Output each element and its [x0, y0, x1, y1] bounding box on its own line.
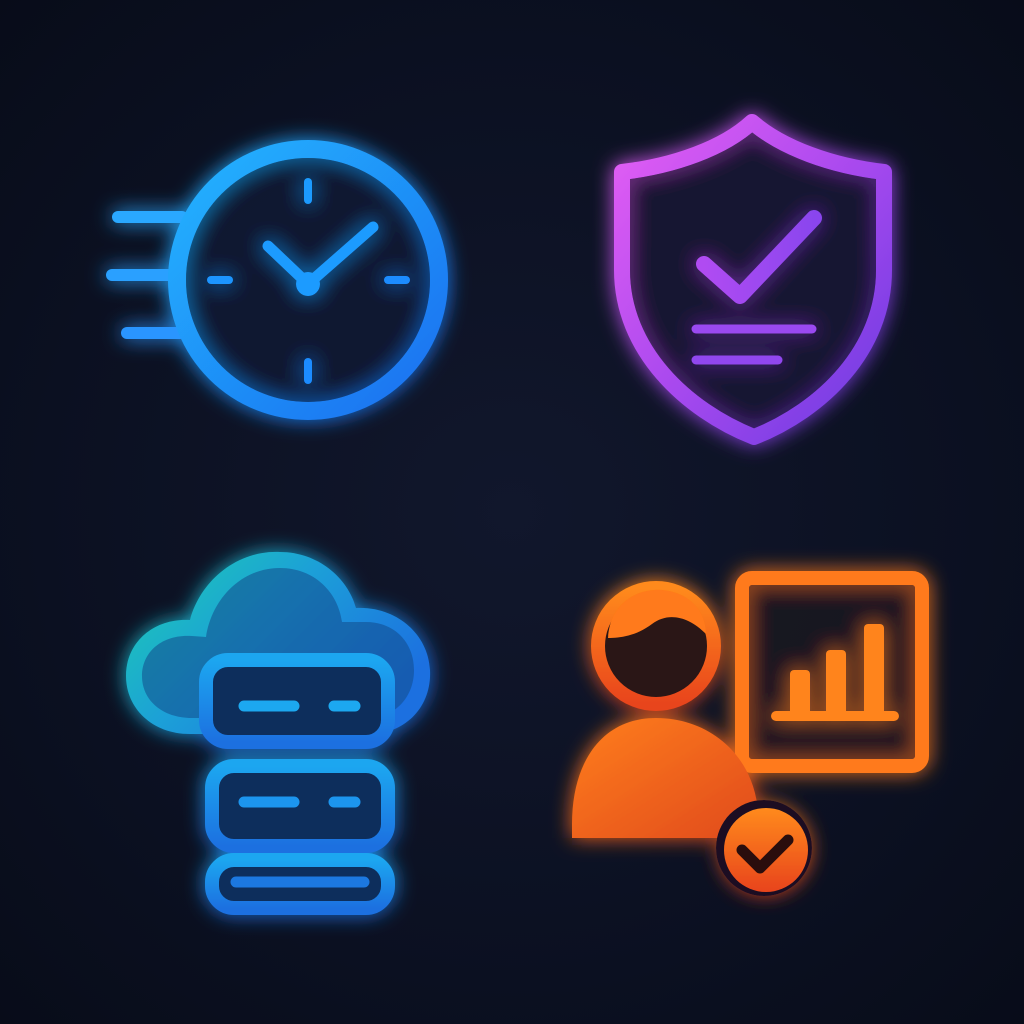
server-unit-middle: [205, 759, 395, 853]
user-analytics-svg: [572, 571, 929, 896]
check-badge-fill: [724, 808, 808, 892]
badge-check-mark: [736, 834, 794, 874]
shield-svg: [614, 114, 892, 445]
user-body: [572, 718, 758, 838]
chart-bar-2: [826, 650, 846, 716]
server-unit-top: [199, 653, 395, 749]
minute-hand: [302, 221, 379, 290]
fast-clock-icon: [0, 0, 512, 512]
chart-bar-3: [864, 624, 884, 716]
clock-center: [296, 272, 320, 296]
clock-svg: [106, 140, 448, 420]
cloud-server-svg: [126, 551, 431, 915]
chart-bar-1: [790, 670, 810, 716]
user-hair: [608, 589, 706, 638]
shield-check-icon: [512, 0, 1024, 512]
cloud-server-icon: [0, 512, 512, 1024]
user-analytics-check-icon: [512, 512, 1024, 1024]
check-mark: [696, 210, 822, 304]
